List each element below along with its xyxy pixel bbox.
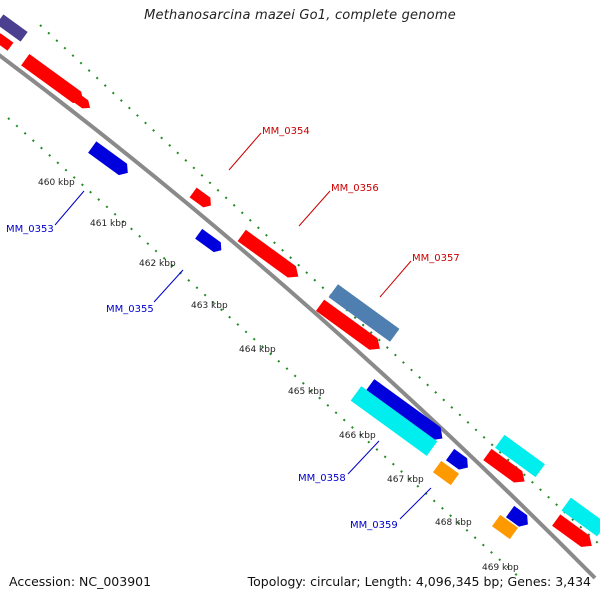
feature-mm0353[interactable] [88,141,132,178]
kbp-label-464: 464 kbp [239,345,276,355]
feature-cyan-1[interactable] [350,386,438,456]
feature-cyan-2[interactable] [495,434,545,478]
kbp-label-468: 468 kbp [435,518,472,528]
feature-red-arrow-2[interactable] [315,299,384,355]
gene-label-mm0359[interactable]: MM_0359 [350,520,398,531]
feature-mm0355[interactable] [195,228,225,255]
feature-red-arrow-1b[interactable] [72,93,93,112]
feature-mm0357[interactable] [328,284,400,342]
leader-mm0359 [399,487,432,520]
genome-summary-text: Topology: circular; Length: 4,096,345 bp… [247,574,591,589]
feature-dark-top[interactable] [0,14,28,42]
kbp-label-466: 466 kbp [339,431,376,441]
leader-mm0358 [347,440,380,475]
kbp-label-463: 463 kbp [191,301,228,311]
leader-mm0355 [153,269,184,303]
map-title: Methanosarcina mazei Go1, complete genom… [144,8,456,23]
feature-cyan-3[interactable] [561,497,600,537]
feature-red-top-edge[interactable] [0,33,14,51]
feature-blue-small-2[interactable] [505,505,532,530]
kbp-label-465: 465 kbp [288,387,325,397]
gene-label-mm0358[interactable]: MM_0358 [298,473,346,484]
kbp-label-460: 460 kbp [38,178,75,188]
gene-label-mm0356[interactable]: MM_0356 [331,183,379,194]
gene-label-mm0357[interactable]: MM_0357 [412,253,460,264]
kbp-label-467: 467 kbp [387,475,424,485]
feature-blue-small-1[interactable] [445,448,472,473]
leader-mm0356 [298,190,331,227]
feature-red-arrow-3[interactable] [483,448,528,487]
leader-mm0357 [379,260,412,298]
genome-backbone [0,53,597,580]
accession-text: Accession: NC_003901 [9,574,152,589]
feature-mm0354[interactable] [189,187,215,211]
leader-mm0354 [228,132,262,171]
feature-mm0359[interactable] [432,460,460,486]
kbp-label-461: 461 kbp [90,219,127,229]
feature-red-arrow-1[interactable] [21,54,87,108]
feature-mm0358[interactable] [364,379,447,445]
feature-mm0356[interactable] [237,229,303,282]
gene-label-mm0353[interactable]: MM_0353 [6,224,54,235]
gene-label-mm0355[interactable]: MM_0355 [106,304,154,315]
feature-orange-2[interactable] [491,514,519,540]
gene-label-mm0354[interactable]: MM_0354 [262,126,310,137]
tick-track-inner [7,117,521,579]
feature-red-arrow-4[interactable] [552,514,596,551]
leader-mm0353 [54,190,85,226]
kbp-label-462: 462 kbp [139,259,176,269]
kbp-label-469: 469 kbp [482,563,519,573]
